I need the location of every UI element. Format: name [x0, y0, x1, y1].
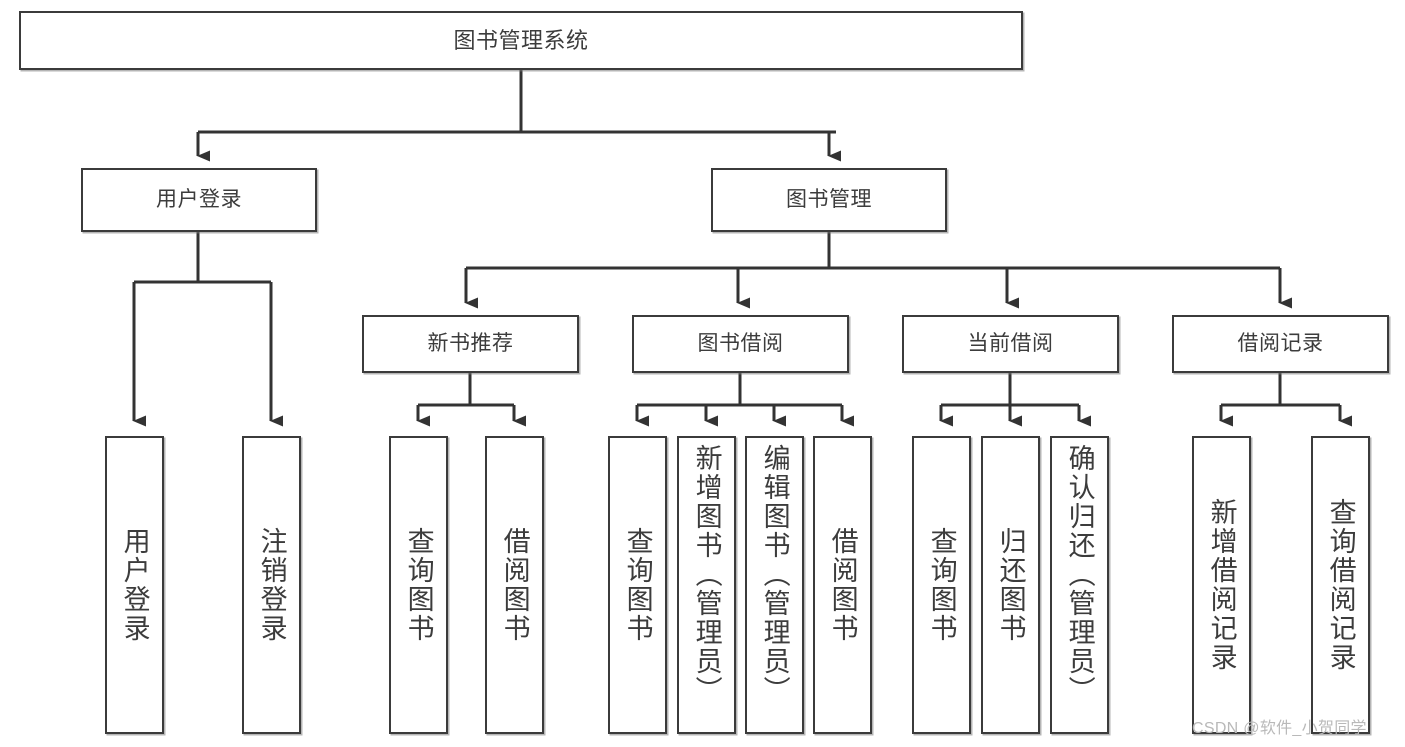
node-new-book-rec[interactable]: 新书推荐: [362, 315, 579, 373]
node-book-manage-label: 图书管理: [786, 187, 872, 211]
node-leaf-query-book-3-label: 查询图书: [926, 527, 957, 643]
node-new-book-rec-label: 新书推荐: [427, 331, 514, 355]
node-user-login[interactable]: 用户登录: [81, 168, 317, 232]
node-current-borrow[interactable]: 当前借阅: [902, 315, 1119, 373]
node-leaf-add-record[interactable]: 新增借阅记录: [1192, 436, 1251, 734]
node-leaf-user-logout-label: 注销登录: [256, 527, 287, 643]
node-leaf-edit-book-label: 编辑图书（管理员）: [759, 444, 790, 705]
node-leaf-query-record-label: 查询借阅记录: [1325, 498, 1356, 672]
node-leaf-edit-book[interactable]: 编辑图书（管理员）: [745, 436, 804, 734]
node-borrow-record-label: 借阅记录: [1237, 331, 1324, 355]
node-root[interactable]: 图书管理系统: [19, 11, 1023, 70]
node-leaf-query-book-2-label: 查询图书: [622, 527, 653, 643]
node-leaf-return-book-label: 归还图书: [995, 527, 1026, 643]
node-leaf-query-record[interactable]: 查询借阅记录: [1311, 436, 1370, 734]
node-leaf-query-book-2[interactable]: 查询图书: [608, 436, 667, 734]
watermark: CSDN @软件_小贺同学: [1192, 720, 1367, 737]
node-leaf-user-login[interactable]: 用户登录: [105, 436, 164, 734]
node-leaf-confirm-return-label: 确认归还（管理员）: [1064, 444, 1095, 705]
node-leaf-add-book[interactable]: 新增图书（管理员）: [677, 436, 736, 734]
node-leaf-query-book-3[interactable]: 查询图书: [912, 436, 971, 734]
node-user-login-label: 用户登录: [156, 187, 242, 211]
node-leaf-borrow-book-1-label: 借阅图书: [499, 527, 530, 643]
node-borrow-record[interactable]: 借阅记录: [1172, 315, 1389, 373]
node-root-label: 图书管理系统: [453, 27, 589, 53]
node-leaf-borrow-book-2-label: 借阅图书: [827, 527, 858, 643]
node-book-borrow-label: 图书借阅: [697, 331, 784, 355]
node-leaf-user-logout[interactable]: 注销登录: [242, 436, 301, 734]
node-leaf-add-record-label: 新增借阅记录: [1206, 498, 1237, 672]
node-leaf-query-book-1-label: 查询图书: [403, 527, 434, 643]
node-book-manage[interactable]: 图书管理: [711, 168, 947, 232]
node-leaf-borrow-book-2[interactable]: 借阅图书: [813, 436, 872, 734]
node-leaf-borrow-book-1[interactable]: 借阅图书: [485, 436, 544, 734]
node-leaf-add-book-label: 新增图书（管理员）: [691, 444, 722, 705]
node-leaf-query-book-1[interactable]: 查询图书: [389, 436, 448, 734]
node-book-borrow[interactable]: 图书借阅: [632, 315, 849, 373]
node-leaf-return-book[interactable]: 归还图书: [981, 436, 1040, 734]
node-leaf-user-login-label: 用户登录: [119, 527, 150, 643]
node-current-borrow-label: 当前借阅: [967, 331, 1054, 355]
node-leaf-confirm-return[interactable]: 确认归还（管理员）: [1050, 436, 1109, 734]
